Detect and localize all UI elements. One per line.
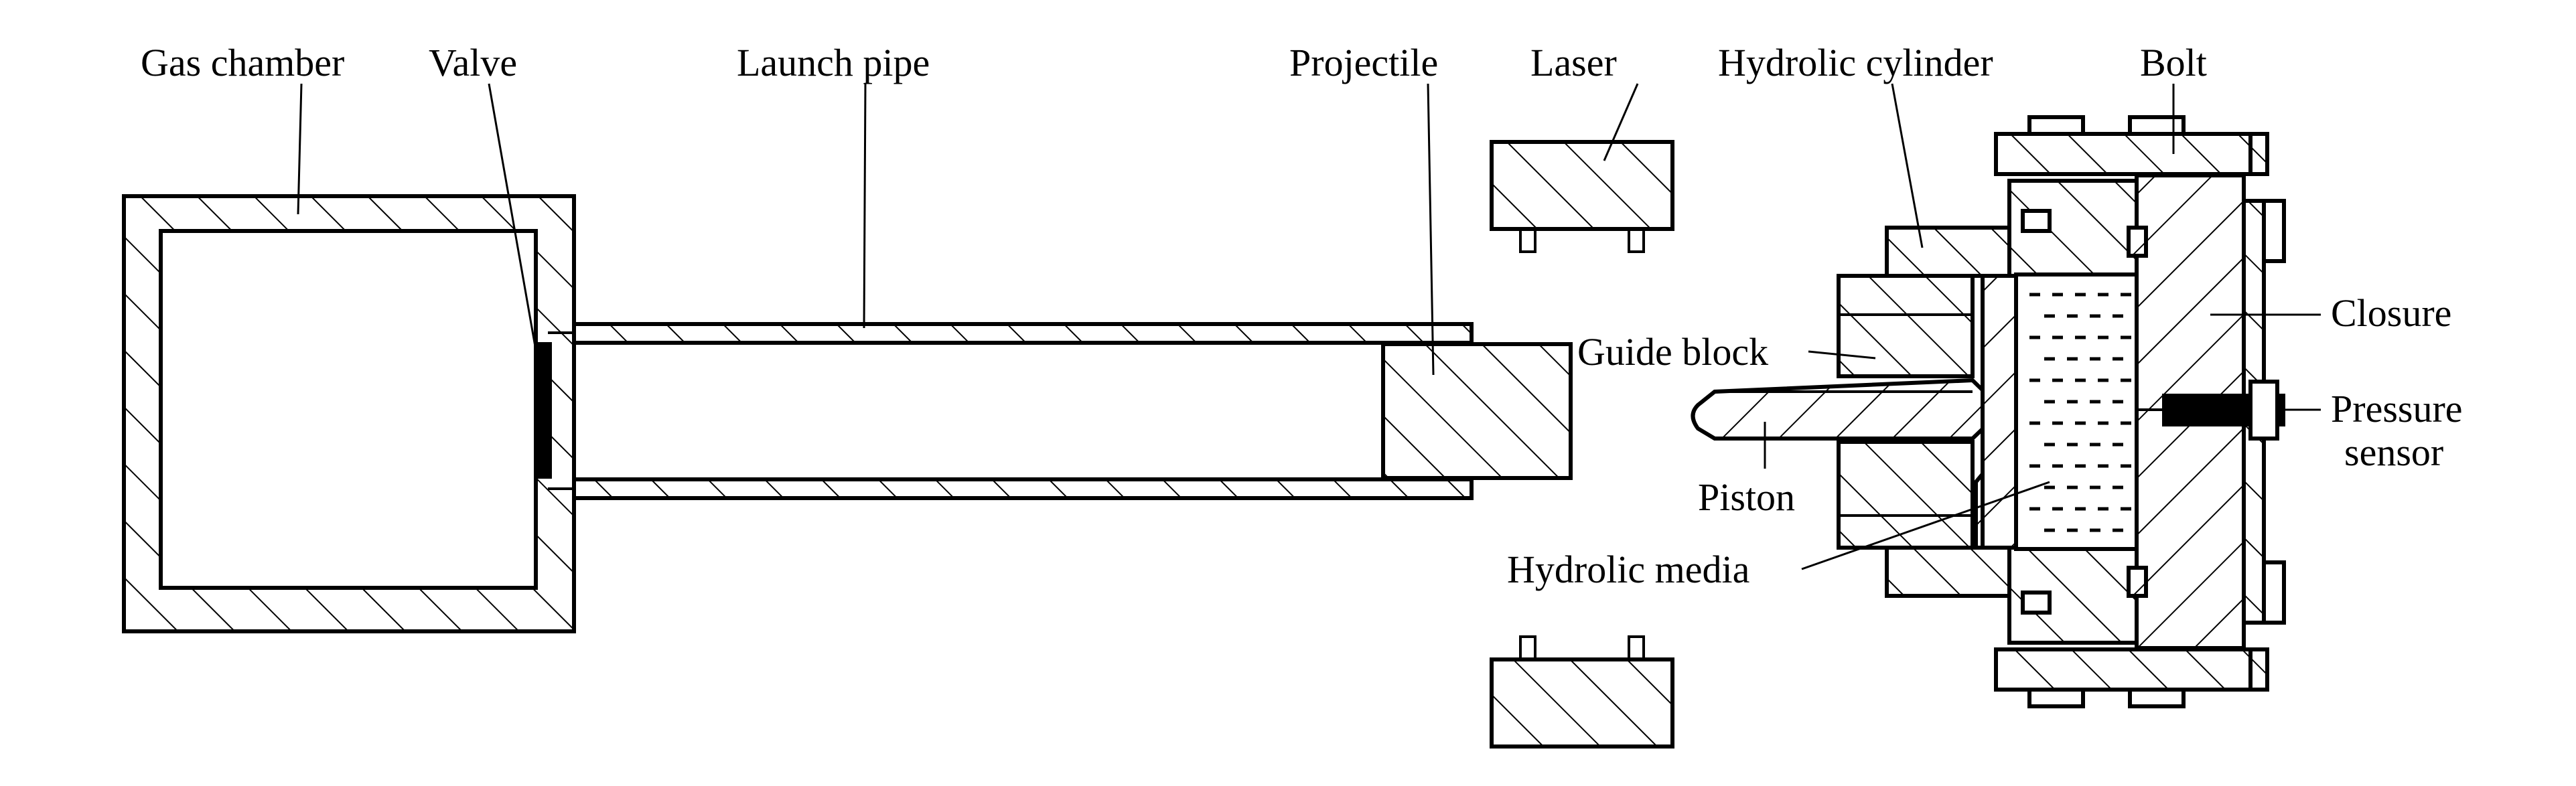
label-pressure-sensor-2: sensor (2344, 430, 2443, 474)
guide-block-upper (1837, 274, 1975, 378)
label-bolt: Bolt (2140, 41, 2207, 84)
bolt-top (1994, 115, 2269, 233)
label-laser: Laser (1530, 41, 1617, 84)
hydraulic-assembly (1691, 115, 2286, 708)
label-hydrolic-cylinder: Hydrolic cylinder (1718, 41, 1993, 84)
piston (1691, 378, 2006, 441)
leader-lines (297, 83, 2321, 570)
label-gas-chamber: Gas chamber (141, 41, 344, 84)
label-guide-block: Guide block (1577, 330, 1768, 374)
label-piston: Piston (1698, 475, 1795, 519)
bolt-bottom (1994, 591, 2269, 708)
label-hydrolic-media: Hydrolic media (1507, 548, 1749, 591)
label-valve: Valve (429, 41, 517, 84)
label-projectile: Projectile (1289, 41, 1438, 84)
laser-emitter (1490, 140, 1674, 253)
label-closure: Closure (2331, 291, 2451, 335)
launch-pipe (548, 322, 1474, 500)
labels: Gas chamber Valve Launch pipe Projectile… (141, 41, 2463, 591)
hydraulic-media (2014, 272, 2139, 551)
guide-block-lower (1837, 440, 1975, 550)
label-launch-pipe: Launch pipe (737, 41, 930, 84)
label-pressure-sensor-1: Pressure (2331, 387, 2463, 430)
laser-receiver (1490, 635, 1674, 749)
projectile (1381, 342, 1573, 480)
gas-chamber (122, 194, 576, 633)
